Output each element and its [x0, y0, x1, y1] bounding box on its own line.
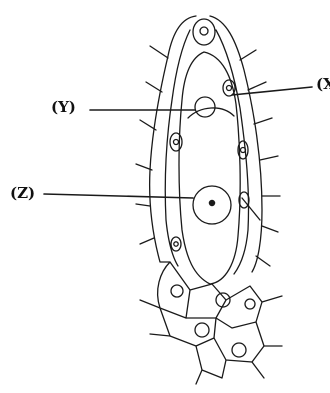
- label-z: (Z): [10, 186, 35, 201]
- basal-cell-nucleus-3: [245, 299, 255, 309]
- lower-cell-left: [171, 237, 181, 251]
- leader-line-z: [44, 194, 193, 198]
- structure-z-nucleolus: [209, 200, 214, 205]
- basal-cell-nucleus-5: [232, 343, 246, 357]
- wall-hairs: [136, 46, 280, 266]
- side-cell-left: [170, 133, 182, 151]
- basal-tissue: [140, 262, 282, 384]
- structure-y-nucleus: [195, 97, 215, 117]
- leader-line-x: [232, 87, 312, 95]
- basal-cell-nucleus-4: [195, 323, 209, 337]
- label-x: (X: [316, 77, 330, 92]
- apex-cell-nucleus: [200, 27, 208, 35]
- basal-cell-nucleus-1: [171, 285, 183, 297]
- lower-cell-left-nucleus: [174, 242, 178, 246]
- side-cell-left-nucleus: [174, 140, 179, 145]
- upper-cell-right-nucleus: [227, 86, 232, 91]
- apex-cell: [193, 19, 215, 45]
- label-y: (Y): [51, 100, 76, 115]
